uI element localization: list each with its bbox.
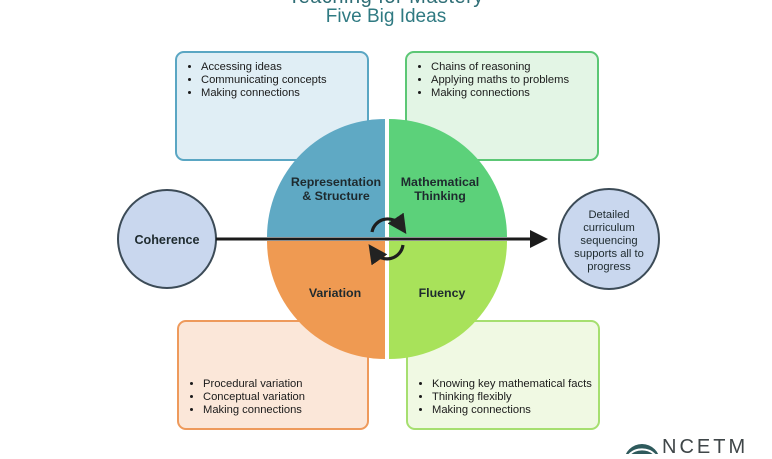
list-item: Accessing ideas [201, 61, 367, 74]
list-item: Knowing key mathematical facts [432, 378, 598, 391]
quadrant-label: Thinking [414, 189, 466, 203]
logo-text: NCETM [662, 436, 749, 458]
page-subtitle: Five Big Ideas [325, 6, 447, 27]
list-item: Making connections [431, 87, 597, 100]
list-item: Chains of reasoning [431, 61, 597, 74]
list-item: Making connections [432, 404, 598, 417]
outcome-text: sequencing [580, 235, 637, 247]
quadrant-label: Fluency [419, 286, 466, 300]
list-item: Conceptual variation [203, 391, 367, 404]
quadrant-representation [267, 119, 385, 237]
list-item: Thinking flexibly [432, 391, 598, 404]
outcome-text: Detailed [588, 209, 629, 221]
page-title: Teaching for Mastery [0, 0, 772, 9]
list-item: Applying maths to problems [431, 74, 597, 87]
outcome-text: supports all to [574, 248, 644, 260]
ncetm-logo-icon [625, 444, 659, 454]
quadrant-label: & Structure [302, 189, 370, 203]
quadrant-label: Representation [291, 175, 381, 189]
quadrant-fluency [389, 241, 507, 359]
quadrant-thinking [389, 119, 507, 237]
quadrant-label: Mathematical [401, 175, 480, 189]
list-item: Making connections [201, 87, 367, 100]
list-item: Communicating concepts [201, 74, 367, 87]
representation-box: Accessing ideas Communicating concepts M… [175, 51, 369, 161]
outcome-circle [558, 188, 660, 290]
outcome-text: progress [587, 261, 631, 273]
outcome-text: curriculum [583, 222, 635, 234]
arrow-right-icon [216, 230, 548, 248]
quadrant-label: Variation [309, 286, 361, 300]
coherence-label: Coherence [134, 233, 199, 247]
circular-arrows-icon [368, 212, 407, 266]
list-item: Making connections [203, 404, 367, 417]
list-item: Procedural variation [203, 378, 367, 391]
quadrant-variation [267, 241, 385, 359]
